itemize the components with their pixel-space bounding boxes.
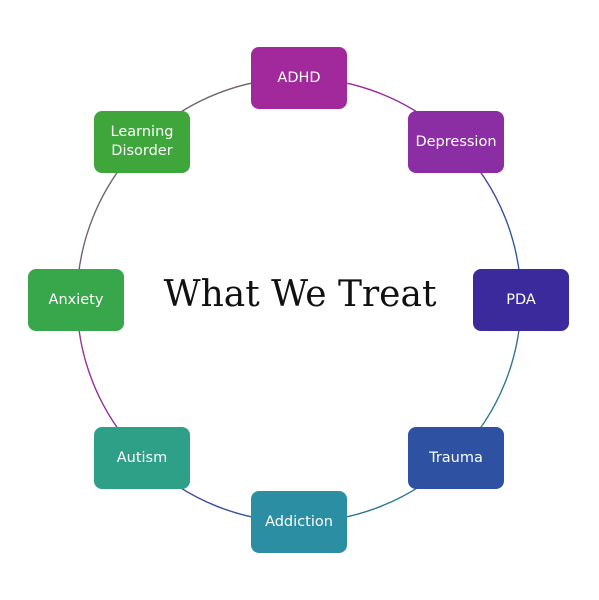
node-autism: Autism [94, 427, 190, 489]
node-autism-label: Autism [116, 449, 168, 466]
node-adhd-label: ADHD [277, 69, 321, 86]
node-pda: PDA [473, 269, 569, 331]
node-depression: Depression [408, 111, 504, 173]
node-adhd: ADHD [251, 47, 347, 109]
node-anxiety: Anxiety [28, 269, 124, 331]
node-learning-disorder-label: Learning Disorder [110, 124, 174, 159]
node-pda-label: PDA [506, 291, 536, 308]
node-trauma-label: Trauma [429, 449, 483, 466]
node-trauma: Trauma [408, 427, 504, 489]
node-addiction: Addiction [251, 491, 347, 553]
node-anxiety-label: Anxiety [48, 291, 104, 308]
node-depression-label: Depression [415, 133, 497, 150]
node-learning-disorder: Learning Disorder [94, 111, 190, 173]
node-addiction-label: Addiction [265, 513, 333, 530]
diagram-title: What We Treat [163, 274, 437, 315]
